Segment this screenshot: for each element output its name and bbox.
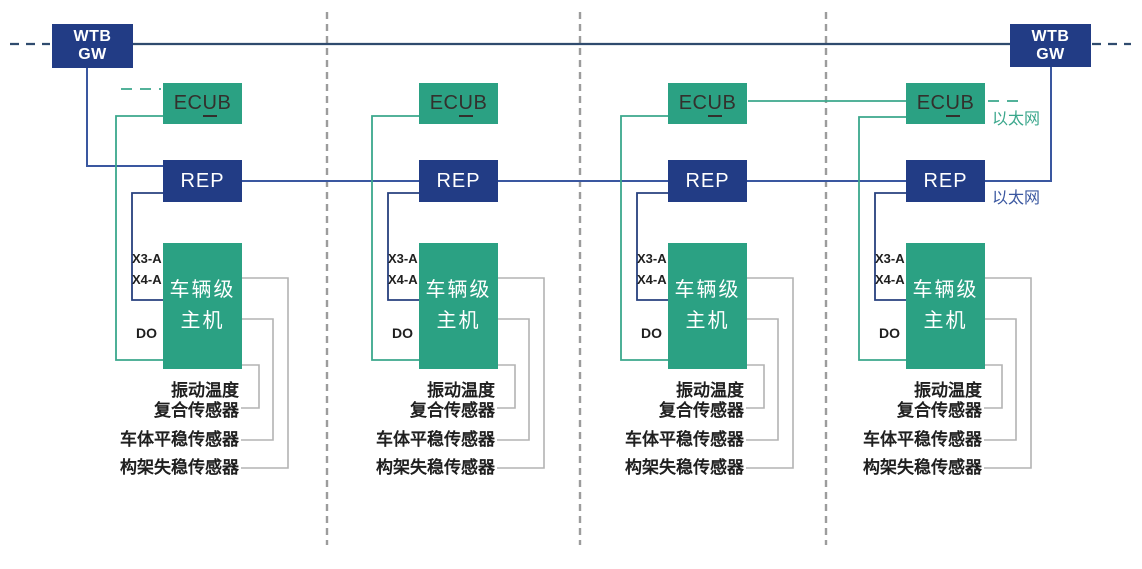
rep-label: REP (923, 169, 968, 192)
vibration-temp-sensor-label: 复合传感器 (659, 401, 744, 420)
rep-node: REP (906, 160, 985, 202)
vehicle-host-label: 车辆级 主机 (425, 279, 492, 332)
wtb-gateway-label: WTB GW (1031, 27, 1070, 63)
port-label-x3a: X3-A (132, 251, 162, 266)
frame-instability-sensor-label: 构架失稳传感器 (120, 458, 239, 477)
wtb-bus-line (10, 42, 1131, 167)
ecub-node: ECUB (906, 83, 985, 124)
port-label-x3a: X3-A (637, 251, 667, 266)
vibration-temp-sensor-label: 振动温度 (171, 381, 239, 400)
ecub-label: ECUB (679, 92, 737, 117)
vibration-temp-sensor-label: 振动温度 (914, 381, 982, 400)
ecub-node: ECUB (163, 83, 242, 124)
vehicle-host-node: 车辆级 主机 (419, 243, 498, 369)
port-label-x3a: X3-A (875, 251, 905, 266)
wtb-gateway-left: WTB GW (52, 24, 133, 68)
vehicle-host-label: 车辆级 主机 (674, 279, 741, 332)
body-stability-sensor-label: 车体平稳传感器 (376, 430, 495, 449)
rep-label: REP (180, 169, 225, 192)
wtb-gateway-label: WTB GW (73, 28, 112, 63)
vibration-temp-sensor-label: 复合传感器 (410, 401, 495, 420)
ecub-node: ECUB (419, 83, 498, 124)
vibration-temp-sensor-label: 复合传感器 (154, 401, 239, 420)
port-label-do: DO (879, 325, 900, 341)
port-label-x4a: X4-A (875, 272, 905, 287)
vehicle-host-node: 车辆级 主机 (668, 243, 747, 369)
body-stability-sensor-label: 车体平稳传感器 (625, 430, 744, 449)
ecub-label: ECUB (174, 92, 232, 117)
vehicle-host-node: 车辆级 主机 (163, 243, 242, 369)
port-label-do: DO (641, 325, 662, 341)
ethernet-label-blue: 以太网 (992, 190, 1041, 207)
frame-instability-sensor-label: 构架失稳传感器 (376, 458, 495, 477)
wtb-gateway-right: WTB GW (1010, 24, 1091, 67)
port-label-x3a: X3-A (388, 251, 418, 266)
body-stability-sensor-label: 车体平稳传感器 (863, 430, 982, 449)
ecub-node: ECUB (668, 83, 747, 124)
vehicle-host-label: 车辆级 主机 (912, 279, 979, 332)
rep-host-links (131, 192, 906, 301)
frame-instability-sensor-label: 构架失稳传感器 (625, 458, 744, 477)
port-label-do: DO (136, 325, 157, 341)
body-stability-sensor-label: 车体平稳传感器 (120, 430, 239, 449)
vibration-temp-sensor-label: 振动温度 (676, 381, 744, 400)
rep-label: REP (685, 169, 730, 192)
rep-node: REP (668, 160, 747, 202)
ecub-label: ECUB (430, 92, 488, 117)
rep-node: REP (419, 160, 498, 202)
sensor-connectors (241, 277, 1032, 469)
frame-instability-sensor-label: 构架失稳传感器 (863, 458, 982, 477)
port-label-x4a: X4-A (637, 272, 667, 287)
vibration-temp-sensor-label: 振动温度 (427, 381, 495, 400)
ethernet-label-green: 以太网 (992, 111, 1041, 128)
vibration-temp-sensor-label: 复合传感器 (897, 401, 982, 420)
ecub-label: ECUB (917, 92, 975, 117)
rep-node: REP (163, 160, 242, 202)
port-label-do: DO (392, 325, 413, 341)
port-label-x4a: X4-A (132, 272, 162, 287)
rep-label: REP (436, 169, 481, 192)
vehicle-host-label: 车辆级 主机 (169, 279, 236, 332)
vehicle-host-node: 车辆级 主机 (906, 243, 985, 369)
port-label-x4a: X4-A (388, 272, 418, 287)
ecub-ethernet-links (115, 88, 1022, 361)
